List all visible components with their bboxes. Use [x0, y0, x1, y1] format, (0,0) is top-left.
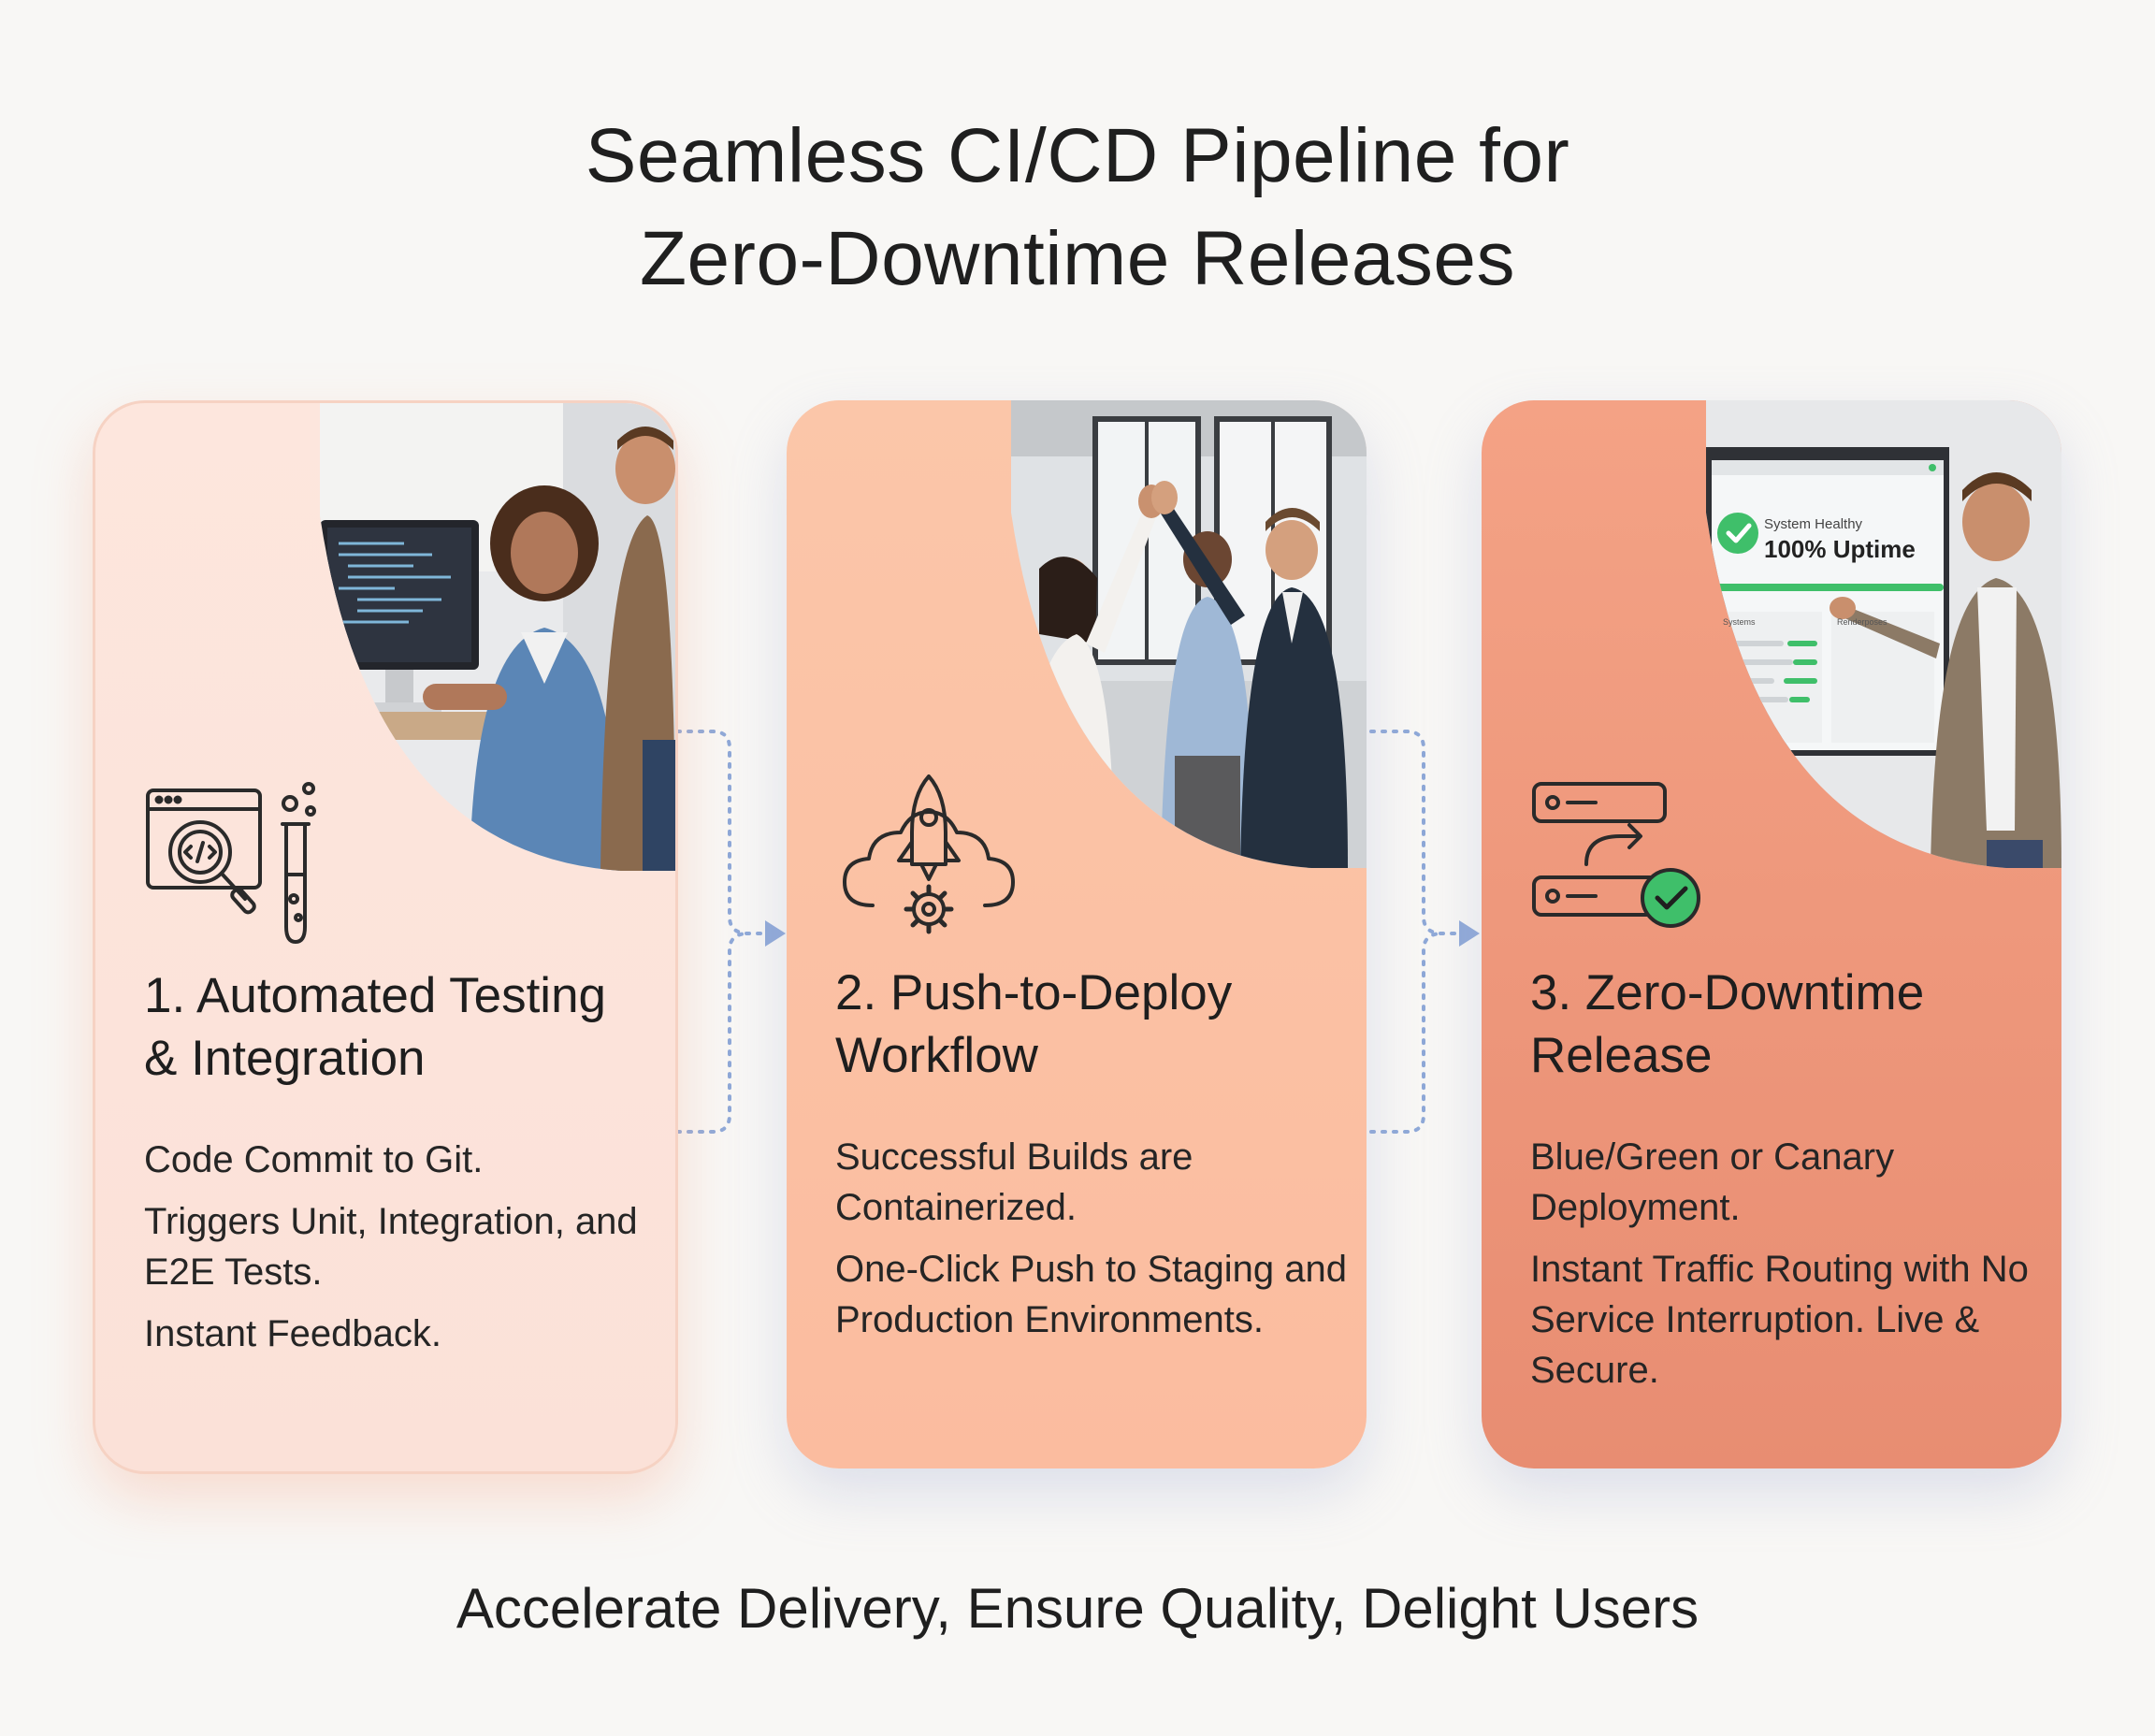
screen-panel-right: Renderposes	[1837, 617, 1887, 627]
step-3-title: 3. Zero-Downtime Release	[1530, 965, 1925, 1083]
developers-at-workstation-photo	[320, 403, 675, 871]
title-line-2: Zero-Downtime Releases	[639, 216, 1516, 301]
page-title: Seamless CI/CD Pipeline for Zero-Downtim…	[0, 105, 2155, 311]
step-3-line-2: Instant Traffic Routing with No Service …	[1530, 1249, 2029, 1391]
code-inspect-test-tube-icon	[146, 782, 316, 944]
step-1-line-1: Code Commit to Git.	[144, 1139, 484, 1180]
connector-2-3-top	[1369, 730, 1472, 935]
step-2-line-2: One-Click Push to Staging and Production…	[835, 1249, 1347, 1340]
step-2-line-1: Successful Builds are Containerized.	[835, 1136, 1193, 1228]
screen-panel-left: Systems	[1723, 617, 1756, 627]
title-line-1: Seamless CI/CD Pipeline for	[585, 113, 1570, 198]
rocket-cloud-gear-icon	[843, 774, 1015, 934]
step-3-line-1: Blue/Green or Canary Deployment.	[1530, 1136, 1895, 1228]
step-2-body: Successful Builds are Containerized. One…	[835, 1132, 1359, 1356]
step-2-title: 2. Push-to-Deploy Workflow	[835, 965, 1233, 1083]
step-1-body: Code Commit to Git. Triggers Unit, Integ…	[144, 1135, 668, 1370]
screen-status-label: System Healthy	[1764, 516, 1863, 532]
step-1-line-2: Triggers Unit, Integration, and E2E Test…	[144, 1201, 638, 1293]
presenter-dashboard-photo: System Healthy 100% Uptime Systems Rende…	[1706, 400, 2061, 868]
step-card-2: 2. Push-to-Deploy Workflow Successful Bu…	[787, 400, 1367, 1468]
connector-1-2-top	[675, 730, 778, 935]
server-switch-check-icon	[1532, 782, 1700, 928]
footer-tagline: Accelerate Delivery, Ensure Quality, Del…	[456, 1577, 1699, 1640]
step-card-3: System Healthy 100% Uptime Systems Rende…	[1482, 400, 2061, 1468]
connector-2-3-bottom	[1369, 932, 1444, 1134]
step-1-line-3: Instant Feedback.	[144, 1313, 441, 1354]
step-card-1: 1. Automated Testing & Integration Code …	[93, 400, 678, 1474]
arrowhead-2-3	[1459, 920, 1480, 947]
arrowhead-1-2	[765, 920, 786, 947]
connector-1-2-bottom	[675, 932, 750, 1134]
step-3-body: Blue/Green or Canary Deployment. Instant…	[1530, 1132, 2054, 1407]
step-1-title: 1. Automated Testing & Integration	[144, 968, 607, 1086]
team-high-five-photo	[1011, 400, 1367, 868]
screen-uptime: 100% Uptime	[1764, 535, 1916, 563]
